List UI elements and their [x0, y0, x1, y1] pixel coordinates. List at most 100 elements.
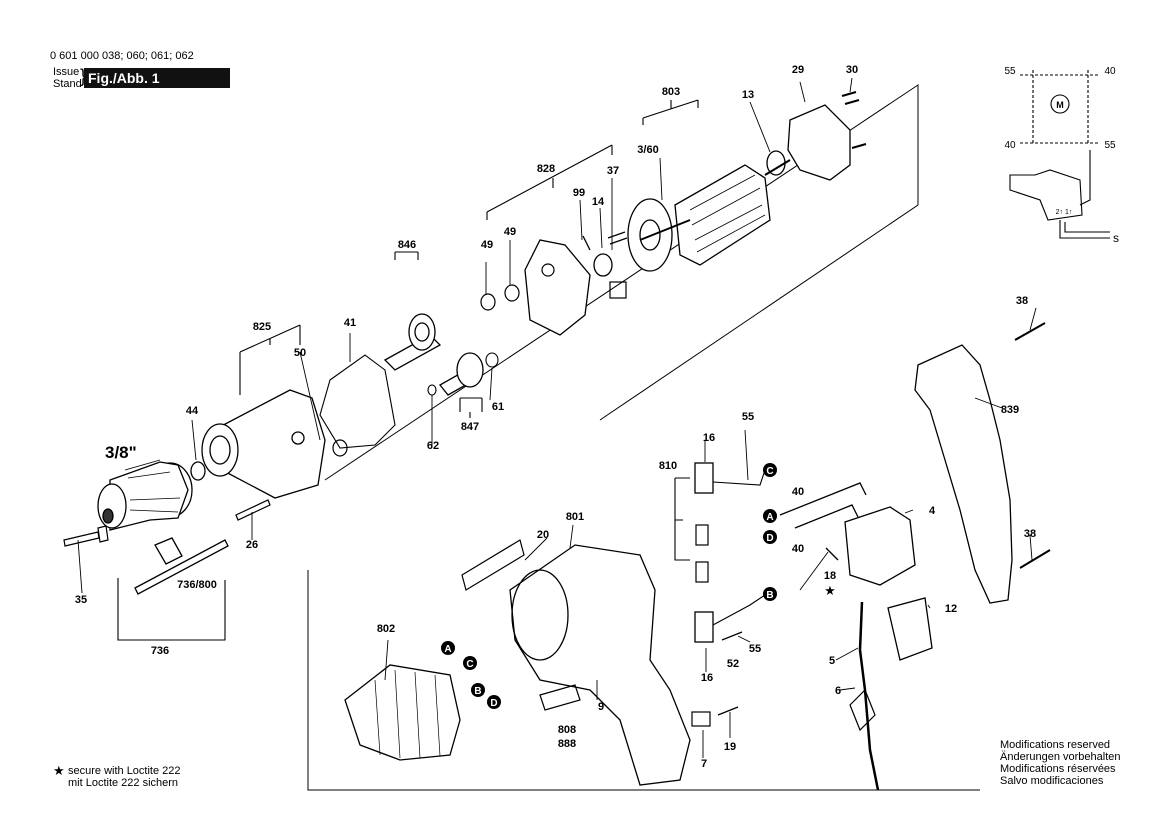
connector-a-2-label: A: [766, 512, 773, 523]
nameplate: [461, 539, 525, 591]
cable-clamp-7: [691, 711, 711, 727]
modifications-line-2: Änderungen vorbehalten: [1000, 751, 1121, 763]
callout-847: 847: [461, 421, 479, 433]
connector-d-2-label: D: [766, 533, 773, 544]
drill-chuck: [97, 459, 193, 531]
brush-holder-upper: [694, 462, 766, 494]
callout-55b: 55: [749, 643, 761, 655]
gear-housing: [201, 389, 326, 499]
callout-803: 803: [662, 86, 680, 98]
callout-62: 62: [427, 440, 439, 452]
loctite-star-icon: ★: [53, 763, 65, 778]
switch-terminal-text: 2↑ 1↑: [1056, 209, 1073, 216]
callout-5: 5: [829, 655, 835, 667]
connector-b-2-label: B: [766, 590, 773, 601]
callout-49b: 49: [504, 226, 516, 238]
motor-housing: [509, 544, 691, 786]
callout-30: 30: [846, 64, 858, 76]
circlip-62: [427, 384, 437, 396]
callout-3-60: 3/60: [637, 144, 658, 156]
motor-symbol: M: [1056, 100, 1064, 110]
callout-839: 839: [1001, 404, 1019, 416]
callout-40b: 40: [792, 543, 804, 555]
callout-801: 801: [566, 511, 584, 523]
connector-b-1: [471, 683, 485, 697]
brush-holder-lower: [694, 594, 766, 643]
bushing-50: [332, 439, 348, 457]
gasket: [319, 354, 396, 449]
screw-52: [721, 631, 743, 641]
gear-shaft-846: [383, 313, 442, 371]
callout-38b: 38: [1024, 528, 1036, 540]
chuck-key: [134, 537, 229, 595]
screw-19: [717, 706, 739, 716]
connector-a-1-label: A: [444, 644, 451, 655]
bearing-49a: [480, 293, 496, 311]
callout-37: 37: [607, 165, 619, 177]
callout-825: 825: [253, 321, 271, 333]
footnote-line-1: secure with Loctite 222: [68, 765, 181, 777]
callout-19: 19: [724, 741, 736, 753]
callout-16a: 16: [703, 432, 715, 444]
cord: [858, 601, 880, 791]
bearing-plate: [524, 239, 591, 336]
issue-label: Issue: [53, 66, 80, 78]
callout-29: 29: [792, 64, 804, 76]
callout-49a: 49: [481, 239, 493, 251]
connector-c-1-label: C: [466, 659, 473, 670]
wiring-label-40-top: 40: [1104, 66, 1116, 77]
switch: [844, 506, 916, 586]
lower-region-frame: [307, 570, 980, 791]
label-808: [539, 684, 581, 711]
connector-c-2: [763, 463, 777, 477]
footnote-line-2: mit Loctite 222 sichern: [68, 777, 179, 789]
callout-6: 6: [835, 685, 841, 697]
screw-18: [825, 547, 839, 561]
leader-lines: [77, 77, 1037, 758]
callout-13: 13: [742, 89, 754, 101]
callout-810: 810: [659, 460, 677, 472]
callout-38a: 38: [1016, 295, 1028, 307]
callout-18: 18: [824, 570, 836, 582]
part-numbers: 0 601 000 038; 060; 061; 062: [50, 50, 194, 62]
callout-802: 802: [377, 623, 395, 635]
cord-protector: [849, 688, 876, 732]
callout-35: 35: [75, 594, 87, 606]
callout-50: 50: [294, 347, 306, 359]
callout-55a: 55: [742, 411, 754, 423]
callout-20: 20: [537, 529, 549, 541]
armature: [639, 159, 791, 266]
callout-4: 4: [929, 505, 936, 517]
shaft-hole: [541, 263, 555, 277]
callout-61: 61: [492, 401, 504, 413]
pins-30: [841, 91, 867, 149]
handle: [914, 344, 1013, 604]
connector-a-2: [763, 509, 777, 523]
callout-12: 12: [945, 603, 957, 615]
field-coil: [344, 664, 461, 761]
wiring-label-40-bottom: 40: [1004, 140, 1016, 151]
callout-99: 99: [573, 187, 585, 199]
wiring-wave-symbol: s: [1113, 231, 1119, 245]
handle-screw-bottom: [1019, 549, 1051, 569]
baffle: [609, 281, 627, 299]
wiring-label-55-top: 55: [1004, 66, 1016, 77]
connector-d-1-label: D: [490, 698, 497, 709]
housing-screw: [235, 499, 271, 521]
capacitor: [887, 597, 933, 661]
modifications-line-1: Modifications reserved: [1000, 739, 1111, 751]
figure-label: Fig./Abb. 1: [84, 68, 230, 88]
callout-14: 14: [592, 196, 605, 208]
end-cap: [787, 104, 851, 181]
callout-16b: 16: [701, 672, 713, 684]
modifications-line-4: Salvo modificaciones: [1000, 775, 1104, 787]
connector-markers: [441, 463, 777, 709]
callout-52: 52: [727, 658, 739, 670]
bearing-49b: [504, 284, 520, 302]
wiring-diagram: [1009, 70, 1110, 239]
circlip-61: [485, 352, 499, 368]
callout-26: 26: [246, 539, 258, 551]
connector-c-1: [463, 656, 477, 670]
callout-44: 44: [186, 405, 199, 417]
